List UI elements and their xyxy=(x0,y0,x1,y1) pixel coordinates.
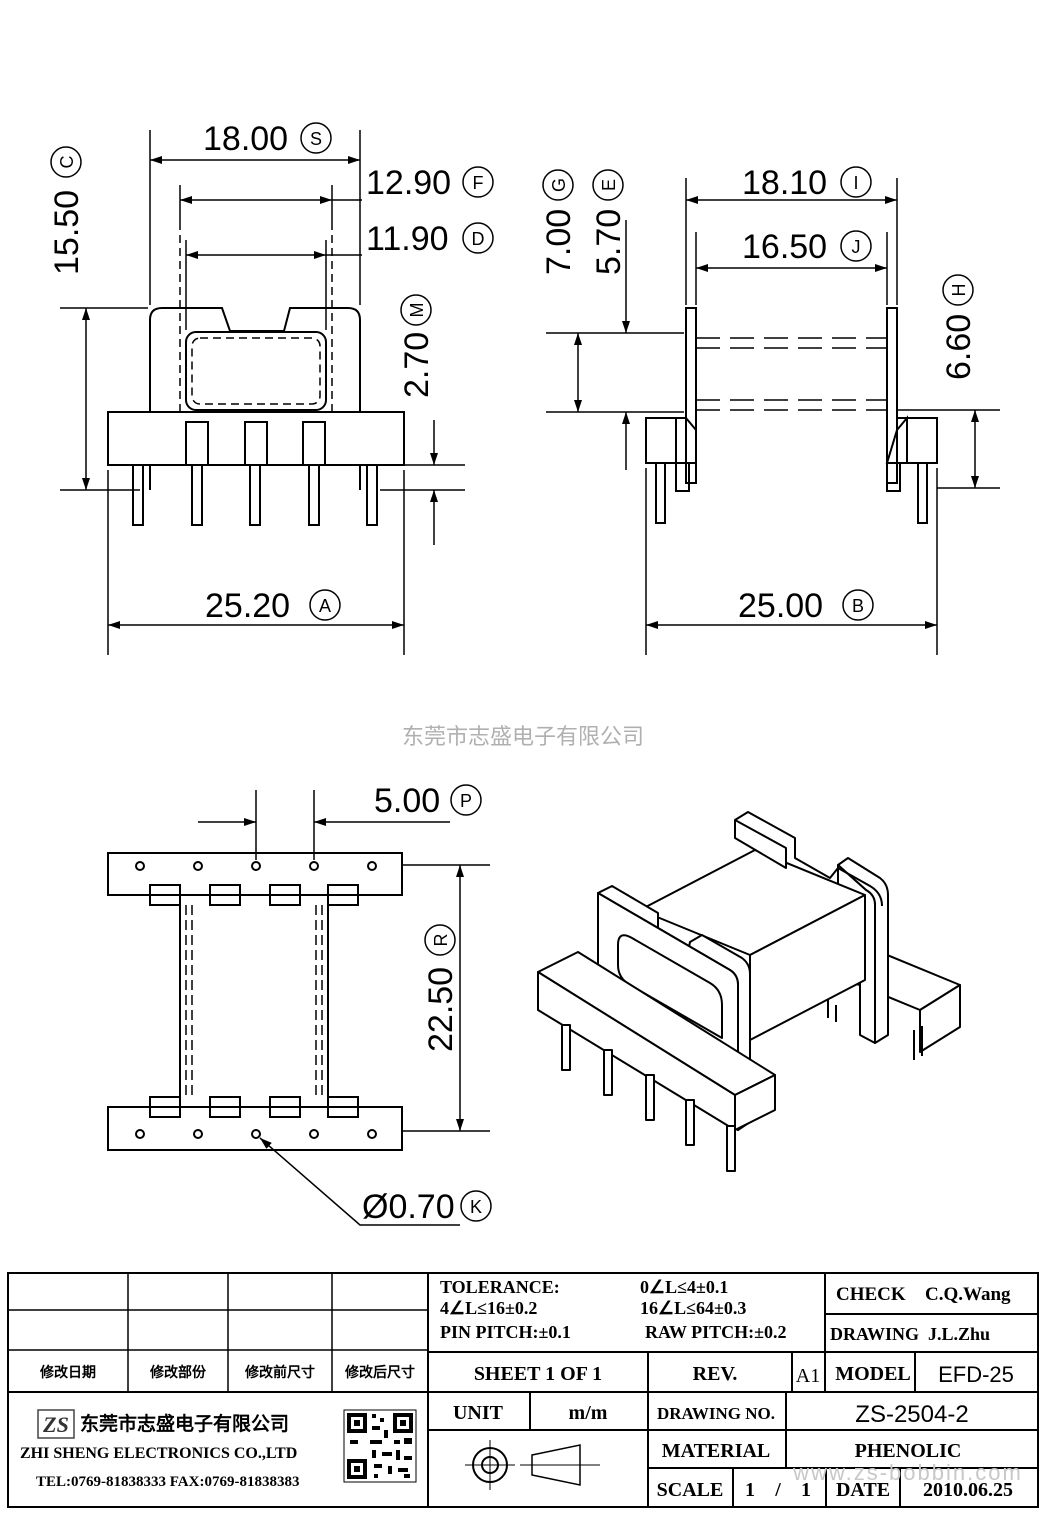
dim-i-value: 18.10 xyxy=(742,164,827,202)
dim-f-letter: F xyxy=(473,173,484,193)
dim-b-letter: B xyxy=(852,596,864,616)
rev-label: REV. xyxy=(693,1363,738,1385)
company-cn: 东莞市志盛电子有限公司 xyxy=(80,1412,289,1435)
dim-r-letter: R xyxy=(431,934,451,947)
dim-a-value: 25.20 xyxy=(205,587,290,625)
dim-e-value: 5.70 xyxy=(590,209,628,275)
drawing-no-value: ZS-2504-2 xyxy=(855,1401,968,1428)
pin-pitch: PIN PITCH:±0.1 xyxy=(440,1322,571,1342)
dim-e-letter: E xyxy=(599,179,619,191)
tolerance-3: 16∠L≤64±0.3 xyxy=(640,1298,746,1318)
dim-k-circle xyxy=(460,1190,492,1222)
dim-a-letter: A xyxy=(319,596,331,616)
rev-header-before: 修改前尺寸 xyxy=(244,1364,315,1381)
side-view xyxy=(546,178,1000,655)
dim-p-value: 5.00 xyxy=(374,782,440,820)
dim-k-letter: K xyxy=(470,1197,482,1217)
dim-p-circle xyxy=(450,784,482,816)
dim-r-circle xyxy=(424,924,456,956)
dim-j-letter: J xyxy=(852,237,861,257)
drawing-name: J.L.Zhu xyxy=(928,1324,990,1344)
watermark-company: 东莞市志盛电子有限公司 xyxy=(402,725,644,750)
material-label: MATERIAL xyxy=(662,1440,771,1462)
check-label: CHECK xyxy=(836,1284,906,1305)
dim-j-circle xyxy=(840,230,872,262)
tolerance-label: TOLERANCE: xyxy=(440,1277,560,1297)
dim-g-letter: G xyxy=(549,178,569,192)
title-block xyxy=(7,1272,1039,1508)
sheet-text: SHEET 1 OF 1 xyxy=(474,1363,602,1385)
dim-j-value: 16.50 xyxy=(742,228,827,266)
front-view xyxy=(60,130,465,655)
dim-d-circle xyxy=(462,222,494,254)
dim-i-circle xyxy=(840,166,872,198)
drawing-label: DRAWING xyxy=(830,1324,919,1344)
dim-f-circle xyxy=(462,166,494,198)
model-value: EFD-25 xyxy=(938,1362,1014,1387)
scale-2: 1 xyxy=(801,1479,811,1501)
company-contact: TEL:0769-81838333 FAX:0769-81838383 xyxy=(36,1474,299,1490)
company-en: ZHI SHENG ELECTRONICS CO.,LTD xyxy=(20,1445,297,1462)
dim-c-value: 15.50 xyxy=(48,190,86,275)
date-value: 2010.06.25 xyxy=(923,1479,1013,1501)
dim-m-letter: M xyxy=(407,303,427,318)
date-label: DATE xyxy=(836,1479,890,1501)
dim-h-circle xyxy=(942,274,974,306)
dim-d-value: 11.90 xyxy=(366,220,449,258)
company-logo: ZS xyxy=(37,1409,75,1439)
dim-s-value: 18.00 xyxy=(203,120,288,158)
dim-s-circle xyxy=(300,122,332,154)
site-watermark: www.zs-bobbin.com xyxy=(792,1460,1023,1485)
scale-1: 1 xyxy=(745,1479,755,1501)
dim-r-value: 22.50 xyxy=(422,967,460,1052)
drawing-no-label: DRAWING NO. xyxy=(657,1404,775,1423)
unit-value: m/m xyxy=(569,1402,608,1424)
scale-label: SCALE xyxy=(657,1479,724,1501)
dim-f-value: 12.90 xyxy=(366,164,451,202)
dim-h-value: 6.60 xyxy=(940,314,978,380)
dim-i-letter: I xyxy=(853,173,858,193)
dim-b-value: 25.00 xyxy=(738,587,823,625)
check-name: C.Q.Wang xyxy=(925,1284,1011,1305)
dim-b-circle xyxy=(842,589,874,621)
dim-e-circle xyxy=(592,169,624,201)
isometric-view xyxy=(537,811,961,1172)
dim-m-circle xyxy=(400,294,432,326)
dim-g-value: 7.00 xyxy=(540,209,578,275)
dim-m-value: 2.70 xyxy=(398,332,436,398)
dim-c-circle xyxy=(50,146,82,178)
dim-d-letter: D xyxy=(472,229,485,249)
qr-code-icon xyxy=(343,1409,417,1483)
rev-header-after: 修改后尺寸 xyxy=(344,1364,415,1381)
dim-g-circle xyxy=(542,169,574,201)
unit-label: UNIT xyxy=(453,1402,504,1424)
dim-a-circle xyxy=(309,589,341,621)
dim-c-letter: C xyxy=(57,156,77,169)
rev-value: A1 xyxy=(796,1365,820,1387)
tolerance-2: 4∠L≤16±0.2 xyxy=(440,1298,537,1318)
material-value: PHENOLIC xyxy=(855,1440,962,1462)
rev-header-date: 修改日期 xyxy=(39,1364,96,1381)
logo-text: ZS xyxy=(42,1412,69,1437)
dim-h-letter: H xyxy=(949,284,969,297)
raw-pitch: RAW PITCH:±0.2 xyxy=(645,1322,787,1342)
dim-k-value: Ø0.70 xyxy=(362,1188,455,1226)
bottom-view xyxy=(107,790,490,1226)
scale-sep: / xyxy=(774,1479,781,1501)
rev-header-part: 修改部份 xyxy=(149,1364,207,1381)
dim-s-letter: S xyxy=(310,129,322,149)
model-label: MODEL xyxy=(835,1363,911,1385)
tolerance-1: 0∠L≤4±0.1 xyxy=(640,1277,728,1297)
dim-p-letter: P xyxy=(460,791,472,811)
